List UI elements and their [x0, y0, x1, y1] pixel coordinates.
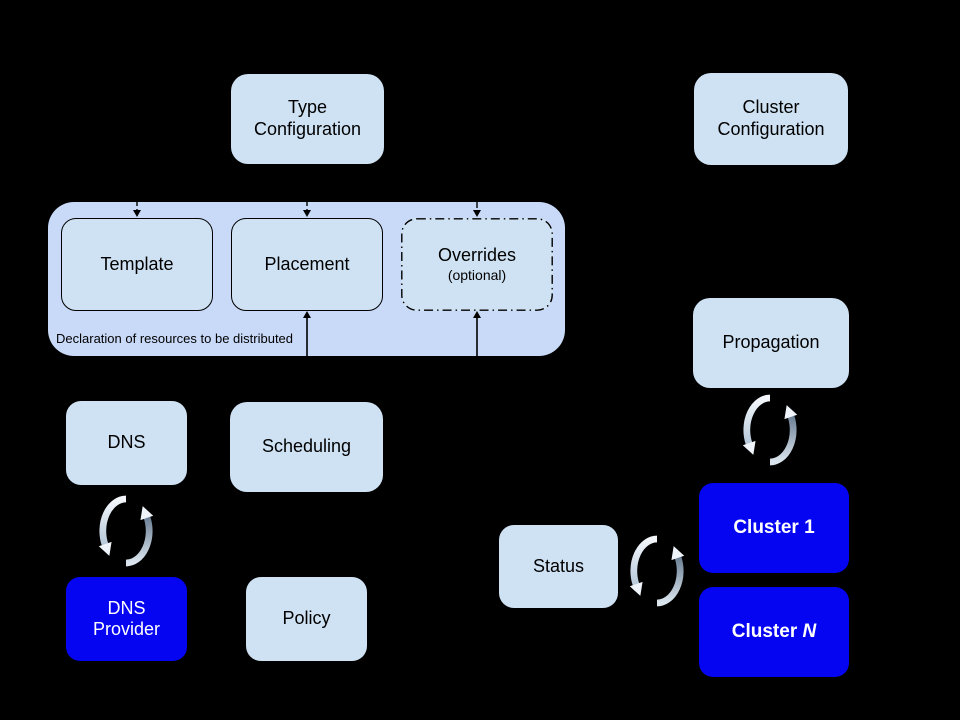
cluster-configuration-label: Cluster Configuration — [717, 97, 825, 139]
node-type-configuration: Type Configuration — [231, 74, 384, 164]
node-scheduling: Scheduling — [230, 402, 383, 492]
node-template: Template — [61, 218, 213, 311]
node-policy: Policy — [246, 577, 367, 661]
dns-label: DNS — [107, 432, 146, 453]
node-cluster-configuration: Cluster Configuration — [694, 73, 848, 165]
declaration-caption: Declaration of resources to be distribut… — [56, 331, 294, 346]
policy-label: Policy — [282, 608, 331, 629]
sync-icon-dns-provider — [98, 495, 154, 567]
node-dns-provider: DNS Provider — [66, 577, 187, 661]
template-label: Template — [100, 253, 174, 274]
node-propagation: Propagation — [693, 298, 849, 388]
status-label: Status — [532, 555, 585, 576]
scheduling-label: Scheduling — [261, 436, 352, 457]
node-cluster-n: Cluster N — [699, 587, 849, 677]
node-dns: DNS — [66, 401, 187, 485]
node-placement: Placement — [231, 218, 383, 311]
sync-icon-status-cluster — [629, 535, 685, 607]
overrides-label: Overrides (optional) — [437, 244, 517, 283]
node-overrides: Overrides (optional) — [401, 218, 553, 311]
overrides-note: (optional) — [447, 266, 507, 283]
propagation-label: Propagation — [722, 332, 820, 353]
type-configuration-label: Type Configuration — [253, 97, 362, 139]
cluster-1-label: Cluster 1 — [733, 517, 815, 538]
node-status: Status — [499, 525, 618, 608]
sync-icon-propagation-cluster — [742, 394, 798, 466]
overrides-dashdot-border — [401, 218, 553, 311]
cluster-n-label: Cluster N — [731, 621, 817, 642]
dns-provider-label: DNS Provider — [92, 598, 161, 639]
placement-label: Placement — [264, 253, 350, 274]
node-cluster-1: Cluster 1 — [699, 483, 849, 573]
